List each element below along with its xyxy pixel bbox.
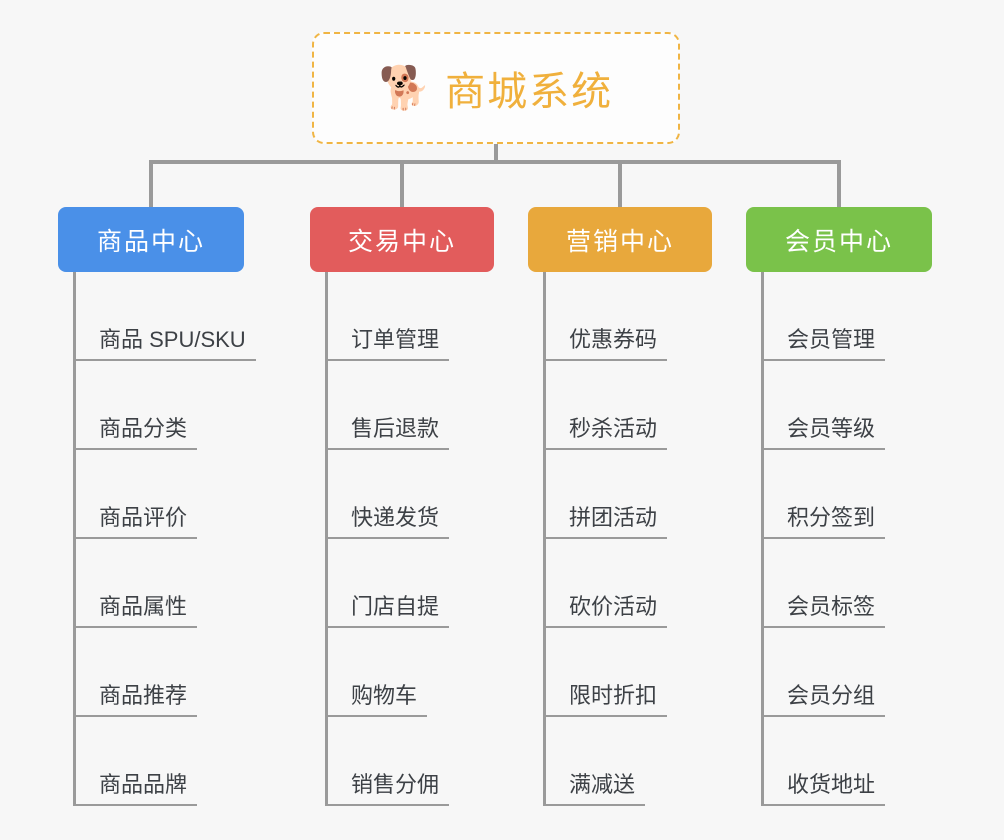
drop-line-3	[837, 160, 841, 207]
leaf-item[interactable]: 会员管理	[761, 272, 886, 361]
drop-line-0	[149, 160, 153, 207]
leaf-item[interactable]: 优惠券码	[543, 272, 668, 361]
leaf-item[interactable]: 商品评价	[73, 450, 198, 539]
column-spine	[761, 272, 764, 806]
leaf-item-label: 收货地址	[761, 772, 886, 806]
leaf-item-label: 会员分组	[761, 683, 886, 717]
drop-line-2	[618, 160, 622, 207]
leaf-item-label: 销售分佣	[325, 772, 450, 806]
leaf-item[interactable]: 订单管理	[325, 272, 450, 361]
root-node[interactable]: 🐕 商城系统	[312, 32, 680, 144]
leaf-item[interactable]: 限时折扣	[543, 628, 668, 717]
leaf-item[interactable]: 会员标签	[761, 539, 886, 628]
leaf-item-label: 限时折扣	[543, 683, 668, 717]
leaf-item-label: 售后退款	[325, 416, 450, 450]
leaf-item-label: 门店自提	[325, 594, 450, 628]
leaf-item-label: 订单管理	[325, 327, 450, 361]
column-spine	[73, 272, 76, 806]
root-title: 商城系统	[445, 70, 614, 114]
drop-line-1	[400, 160, 404, 207]
leaf-item-label: 会员标签	[761, 594, 886, 628]
leaf-item-label: 秒杀活动	[543, 416, 668, 450]
leaf-item[interactable]: 秒杀活动	[543, 361, 668, 450]
leaf-item[interactable]: 拼团活动	[543, 450, 668, 539]
bus-bar-line	[149, 160, 841, 164]
leaf-item-label: 商品推荐	[73, 683, 198, 717]
shiba-inu-emoji: 🐕	[378, 64, 432, 111]
leaf-item-label: 优惠券码	[543, 327, 668, 361]
leaf-item-label: 拼团活动	[543, 505, 668, 539]
leaf-item[interactable]: 商品品牌	[73, 717, 198, 806]
leaf-item-label: 砍价活动	[543, 594, 668, 628]
leaf-list-member-center: 会员管理会员等级积分签到会员标签会员分组收货地址	[746, 272, 932, 806]
leaf-item[interactable]: 商品属性	[73, 539, 198, 628]
leaf-item[interactable]: 购物车	[325, 628, 428, 717]
leaf-item-label: 商品品牌	[73, 772, 198, 806]
leaf-item[interactable]: 商品推荐	[73, 628, 198, 717]
leaf-item[interactable]: 快递发货	[325, 450, 450, 539]
category-label: 交易中心	[347, 227, 456, 256]
column-spine	[543, 272, 546, 806]
leaf-item-label: 商品评价	[73, 505, 198, 539]
leaf-item[interactable]: 销售分佣	[325, 717, 450, 806]
category-column-product-center: 商品中心商品 SPU/SKU 商品分类商品评价商品属性商品推荐商品品牌	[58, 207, 256, 806]
leaf-list-product-center: 商品 SPU/SKU 商品分类商品评价商品属性商品推荐商品品牌	[58, 272, 256, 806]
category-column-member-center: 会员中心会员管理会员等级积分签到会员标签会员分组收货地址	[746, 207, 932, 806]
leaf-item-label: 快递发货	[325, 505, 450, 539]
leaf-item-label: 商品属性	[73, 594, 198, 628]
category-header-member-center[interactable]: 会员中心	[746, 207, 932, 272]
leaf-list-trade-center: 订单管理售后退款快递发货门店自提购物车销售分佣	[310, 272, 494, 806]
root-stem-line	[494, 144, 498, 164]
leaf-item[interactable]: 会员等级	[761, 361, 886, 450]
category-label: 营销中心	[565, 227, 674, 256]
leaf-item-label: 积分签到	[761, 505, 886, 539]
leaf-item-label: 会员管理	[761, 327, 886, 361]
leaf-item-label: 购物车	[325, 683, 428, 717]
leaf-list-marketing-center: 优惠券码秒杀活动拼团活动砍价活动限时折扣满减送	[528, 272, 712, 806]
leaf-item[interactable]: 门店自提	[325, 539, 450, 628]
leaf-item[interactable]: 收货地址	[761, 717, 886, 806]
leaf-item[interactable]: 积分签到	[761, 450, 886, 539]
leaf-item[interactable]: 会员分组	[761, 628, 886, 717]
leaf-item[interactable]: 售后退款	[325, 361, 450, 450]
leaf-item[interactable]: 满减送	[543, 717, 646, 806]
leaf-item-label: 商品 SPU/SKU	[73, 327, 256, 361]
column-spine	[325, 272, 328, 806]
category-column-trade-center: 交易中心订单管理售后退款快递发货门店自提购物车销售分佣	[310, 207, 494, 806]
leaf-item[interactable]: 商品 SPU/SKU	[73, 272, 256, 361]
category-header-trade-center[interactable]: 交易中心	[310, 207, 494, 272]
leaf-item[interactable]: 砍价活动	[543, 539, 668, 628]
category-header-product-center[interactable]: 商品中心	[58, 207, 244, 272]
leaf-item[interactable]: 商品分类	[73, 361, 198, 450]
leaf-item-label: 会员等级	[761, 416, 886, 450]
category-label: 会员中心	[784, 227, 893, 256]
category-header-marketing-center[interactable]: 营销中心	[528, 207, 712, 272]
category-column-marketing-center: 营销中心优惠券码秒杀活动拼团活动砍价活动限时折扣满减送	[528, 207, 712, 806]
leaf-item-label: 商品分类	[73, 416, 198, 450]
leaf-item-label: 满减送	[543, 772, 646, 806]
category-label: 商品中心	[96, 227, 205, 256]
